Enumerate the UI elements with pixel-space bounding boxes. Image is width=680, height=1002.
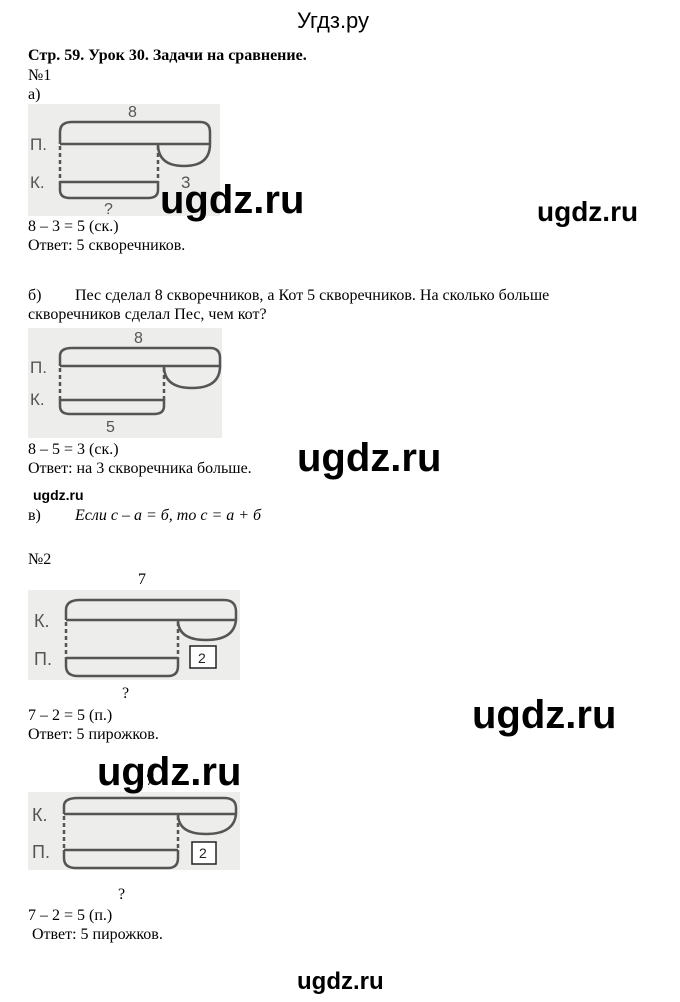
task1b-text1: Пес сделал 8 скворечников, а Кот 5 сквор… (75, 287, 550, 304)
diagram-top-label: 8 (134, 330, 143, 347)
page-heading: Стр. 59. Урок 30. Задачи на сравнение. (28, 47, 307, 64)
watermark: ugdz.ru (297, 436, 442, 480)
task2-number: №2 (28, 551, 52, 568)
diagram-row2: К. (30, 390, 45, 409)
site-title: Угдз.ру (297, 8, 370, 33)
diagram-bottom: 5 (106, 419, 115, 436)
task2-d2-bottom: ? (118, 886, 126, 903)
task1b-text2: скворечников сделал Пес, чем кот? (28, 306, 267, 323)
task1a-solution: 8 – 3 = 5 (ск.) (28, 218, 119, 235)
diagram-diff: 2 (199, 845, 207, 861)
diagram-2a: 2 К. П. (28, 590, 240, 680)
watermark: ugdz.ru (537, 196, 639, 227)
task2-d1-solution: 7 – 2 = 5 (п.) (28, 707, 113, 724)
diagram-top-label: 8 (128, 104, 137, 121)
watermark: ugdz.ru (297, 968, 384, 995)
task2-d1-answer: Ответ: 5 пирожков. (28, 726, 159, 743)
watermark: ugdz.ru (97, 750, 242, 794)
diagram-row1: К. (34, 611, 50, 631)
task1-number: №1 (28, 67, 52, 84)
diagram-bottom: ? (104, 201, 113, 216)
task1b-solution: 8 – 5 = 3 (ск.) (28, 441, 119, 458)
diagram-row2: П. (32, 842, 50, 862)
diagram-row1: П. (30, 358, 47, 377)
diagram-row1: К. (32, 805, 48, 825)
task1v-label: в) (28, 507, 41, 524)
diagram-1b: 8 П. К. 5 (28, 328, 222, 438)
diagram-row1: П. (30, 135, 47, 154)
diagram-diff: 3 (181, 173, 190, 192)
task1b-answer: Ответ: на 3 скворечника больше. (28, 460, 252, 477)
task1v-text: Если с – а = б, то с = а + б (75, 507, 262, 524)
task1b-label: б) (28, 287, 42, 304)
task1a-label: а) (28, 86, 41, 103)
diagram-2b: 2 К. П. (28, 792, 240, 870)
diagram-row2: П. (34, 649, 52, 669)
diagram-row2: К. (30, 173, 45, 192)
watermark: ugdz.ru (160, 178, 305, 222)
watermark: ugdz.ru (33, 487, 84, 503)
task1a-answer: Ответ: 5 скворечников. (28, 237, 186, 254)
diagram-diff: 2 (198, 650, 206, 666)
task2-d2-top: 7 (146, 772, 154, 789)
task2-d2-answer: Ответ: 5 пирожков. (32, 926, 163, 943)
task2-d2-solution: 7 – 2 = 5 (п.) (28, 907, 113, 924)
diagram-1a: 8 П. К. 3 ? (28, 104, 220, 218)
task2-d1-bottom: ? (122, 685, 130, 702)
watermark: ugdz.ru (472, 693, 617, 737)
task2-d1-top: 7 (138, 571, 146, 588)
